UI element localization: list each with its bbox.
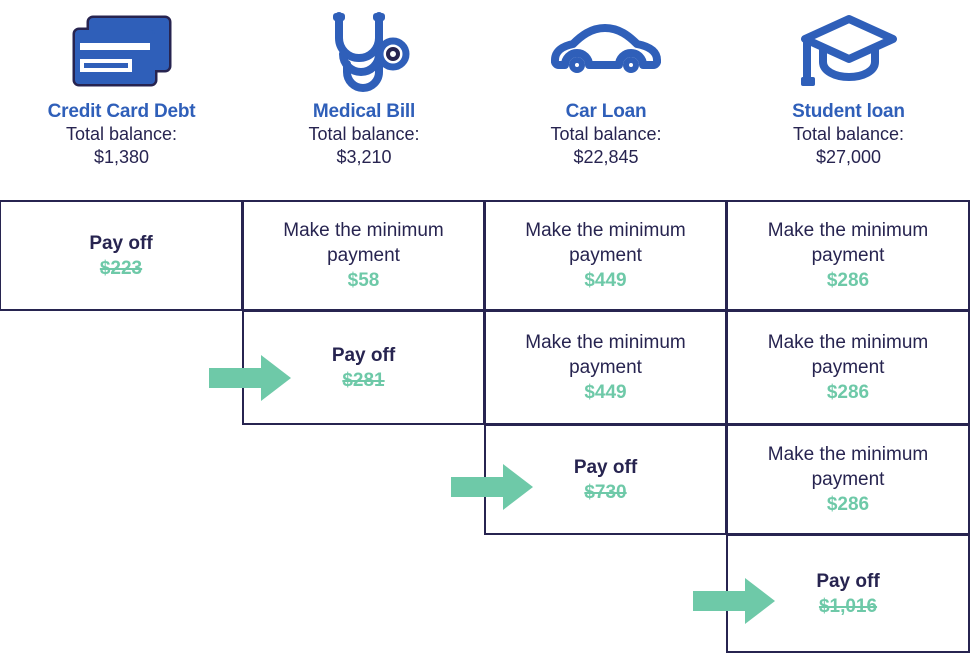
cell-action-label: Make the minimum payment: [767, 220, 929, 266]
balance-label: Total balance:: [792, 124, 905, 144]
graduation-cap-icon: [799, 6, 899, 98]
balance-amount: $1,380: [93, 147, 150, 167]
credit-cards-icon: [70, 6, 174, 98]
payment-cell-payoff: Pay off $281: [242, 310, 485, 425]
cell-amount: $286: [826, 382, 870, 403]
cell-action-label: Pay off: [89, 232, 153, 254]
payment-cell-minimum: Make the minimum payment $286: [726, 200, 970, 311]
debt-column-credit-card-debt: Credit Card Debt Total balance: $1,380: [0, 0, 243, 201]
payment-cell-payoff: Pay off $223: [0, 200, 243, 311]
balance-amount: $22,845: [573, 147, 639, 167]
balance-label: Total balance:: [65, 124, 178, 144]
cell-action-label: Pay off: [331, 344, 396, 366]
payment-cell-empty: [0, 535, 243, 653]
debt-title: Car Loan: [565, 101, 647, 122]
cell-amount: $449: [584, 270, 627, 291]
debt-column-car-loan: Car Loan Total balance: $22,845: [485, 0, 727, 201]
balance-amount: $27,000: [815, 147, 882, 167]
payment-cell-empty: [243, 535, 485, 653]
balance-label: Total balance:: [550, 124, 662, 144]
balance-amount: $3,210: [336, 147, 392, 167]
cell-action-label: Make the minimum payment: [767, 332, 929, 378]
payment-cell-minimum: Make the minimum payment $286: [726, 310, 970, 425]
cell-amount: $281: [342, 369, 385, 391]
debt-title: Medical Bill: [312, 101, 416, 122]
debt-column-medical-bill: Medical Bill Total balance: $3,210: [243, 0, 485, 201]
payment-cell-minimum: Make the minimum payment $449: [484, 310, 727, 425]
debt-column-student-loan: Student loan Total balance: $27,000: [727, 0, 970, 201]
balance-label: Total balance:: [308, 124, 420, 144]
cell-amount: $286: [826, 494, 870, 515]
cell-amount: $730: [584, 481, 627, 503]
payment-cell-empty: [243, 425, 485, 535]
cell-action-label: Make the minimum payment: [283, 220, 444, 266]
debt-title: Credit Card Debt: [47, 101, 196, 122]
cell-amount: $286: [826, 270, 870, 291]
debt-column-headers: Credit Card Debt Total balance: $1,380: [0, 0, 970, 201]
payment-cell-empty: [0, 311, 243, 425]
payment-cell-payoff: Pay off $1,016: [726, 534, 970, 653]
payment-cell-minimum: Make the minimum payment $58: [242, 200, 485, 311]
cell-action-label: Pay off: [573, 456, 638, 478]
cell-amount: $1,016: [818, 595, 878, 617]
cell-amount: $58: [347, 270, 380, 291]
payment-cell-minimum: Make the minimum payment $286: [726, 424, 970, 535]
payment-cell-empty: [485, 535, 727, 653]
stethoscope-icon: [317, 6, 411, 98]
car-icon: [551, 6, 661, 98]
cell-action-label: Make the minimum payment: [525, 220, 686, 266]
cell-amount: $223: [99, 257, 143, 279]
cell-action-label: Make the minimum payment: [767, 444, 929, 490]
payment-cell-minimum: Make the minimum payment $449: [484, 200, 727, 311]
cell-amount: $449: [584, 382, 627, 403]
cell-action-label: Pay off: [816, 570, 880, 592]
payment-cell-payoff: Pay off $730: [484, 424, 727, 535]
cell-action-label: Make the minimum payment: [525, 332, 686, 378]
payment-plan-grid: Pay off $223 Make the minimum payment $5…: [0, 200, 970, 653]
payment-cell-empty: [0, 425, 243, 535]
debt-title: Student loan: [792, 101, 905, 122]
